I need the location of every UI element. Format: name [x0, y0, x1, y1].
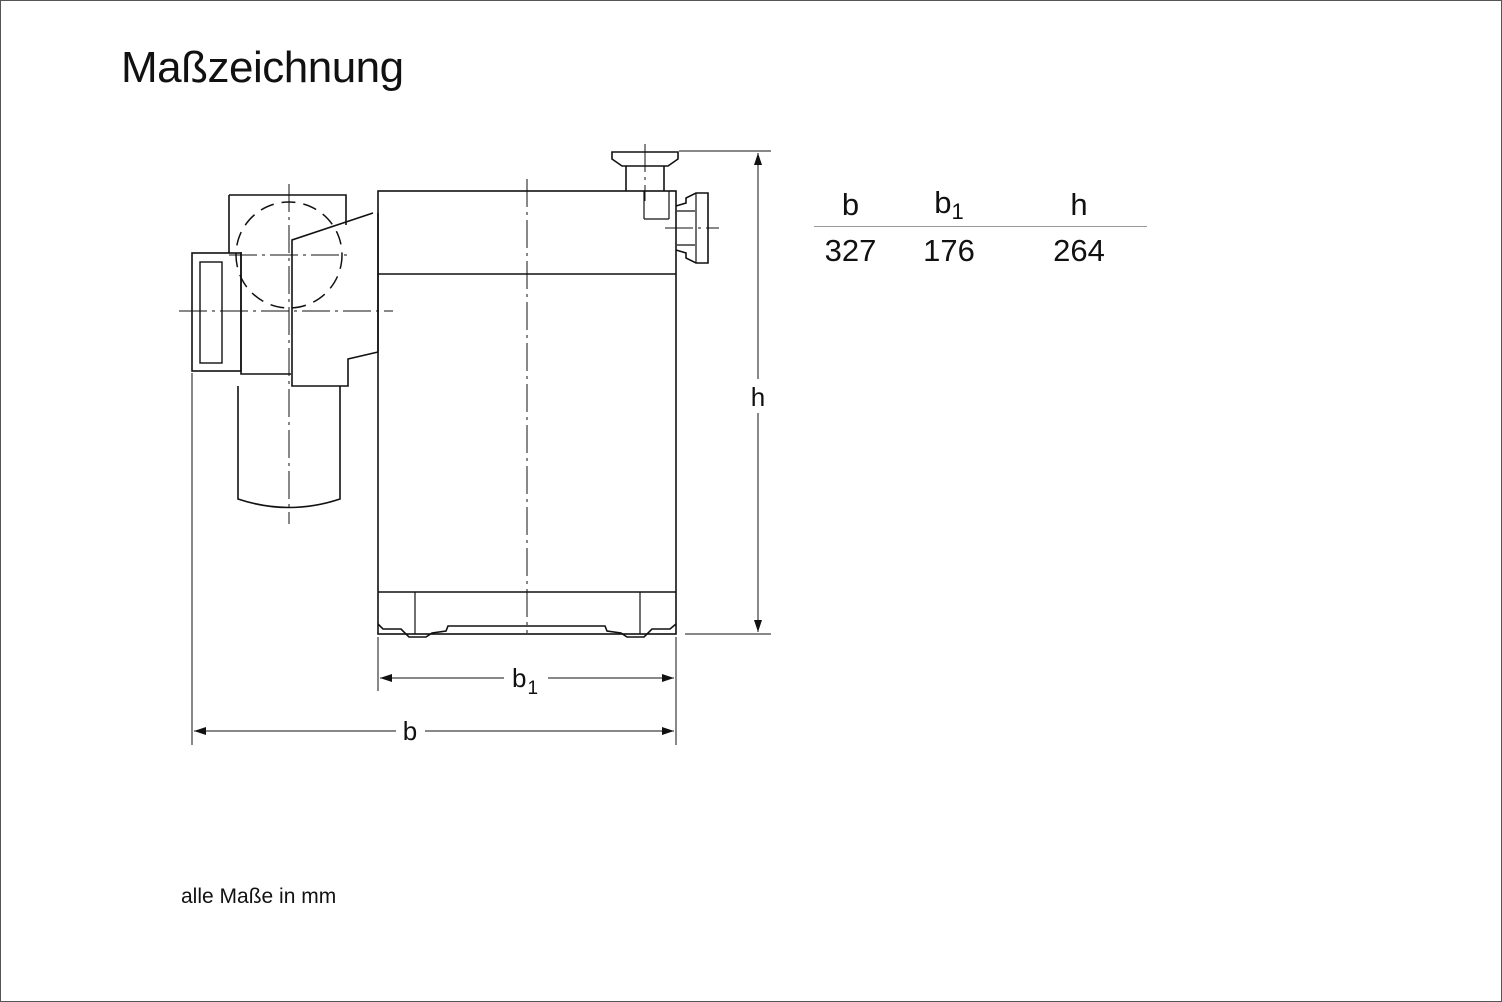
dimension-label-h: h — [751, 382, 765, 412]
dimension-table-value-h: 264 — [1053, 233, 1105, 268]
dimension-b — [191, 373, 674, 745]
page-title: Maßzeichnung — [121, 43, 404, 92]
dimension-h — [679, 150, 771, 635]
dimension-table-header-h: h — [1011, 184, 1147, 227]
dimension-b1 — [377, 637, 677, 745]
dimension-table-header-b: b — [814, 184, 887, 227]
dimension-table-header-b1: b1 — [887, 184, 1011, 227]
dimension-table-value-b1: 176 — [923, 233, 975, 268]
dimension-label-b: b — [403, 716, 417, 746]
dimension-table: b b1 h 327 176 264 — [814, 184, 1147, 275]
dimension-table-header-row: b b1 h — [814, 184, 1147, 227]
gear-motor-assembly — [191, 194, 379, 509]
top-fitting — [611, 151, 679, 220]
units-footnote: alle Maße in mm — [181, 885, 337, 908]
center-lines — [179, 144, 719, 633]
dimension-table-value-b: 327 — [824, 233, 877, 268]
dimension-label-b1: b1 — [512, 663, 538, 699]
dimension-table-value-row: 327 176 264 — [814, 227, 1147, 276]
